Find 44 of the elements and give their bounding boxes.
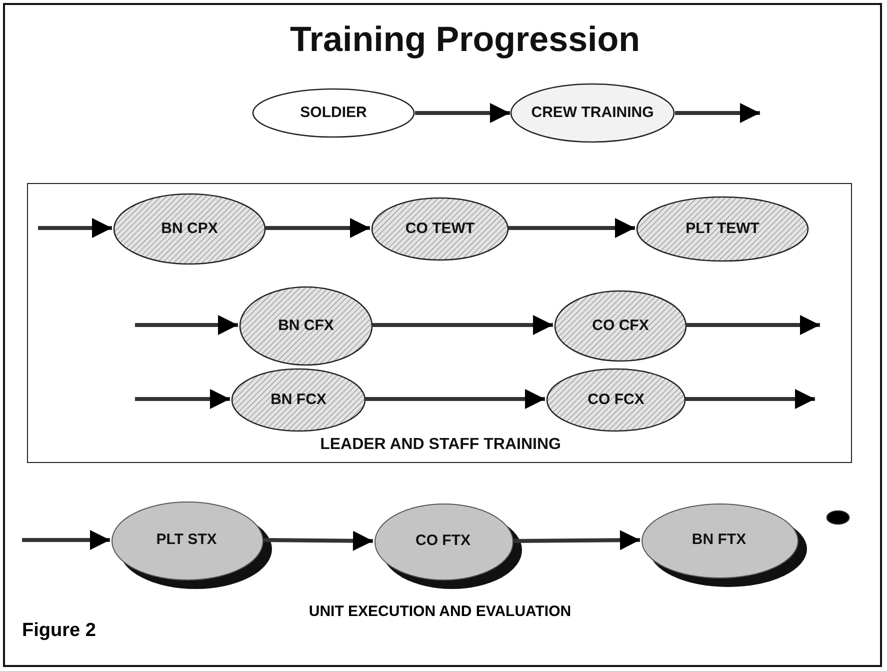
arrow bbox=[415, 103, 510, 123]
dot bbox=[826, 510, 850, 525]
group-frame bbox=[27, 183, 852, 463]
node-label: BN FCX bbox=[270, 390, 328, 410]
figure-caption: Figure 2 bbox=[22, 620, 96, 642]
node-label: BN CFX bbox=[277, 316, 335, 336]
ellipse-node bbox=[640, 502, 808, 588]
group-label: LEADER AND STAFF TRAINING bbox=[319, 434, 562, 455]
title: Training Progression bbox=[288, 20, 642, 60]
arrow bbox=[38, 218, 112, 238]
ellipse-node bbox=[546, 368, 686, 432]
arrow bbox=[265, 218, 370, 238]
node-label: PLT TEWT bbox=[684, 219, 760, 240]
ellipse-node bbox=[554, 290, 687, 362]
node-label: PLT STX bbox=[155, 530, 218, 550]
arrow bbox=[675, 103, 760, 123]
arrow bbox=[262, 530, 374, 551]
ellipse-node bbox=[252, 88, 415, 138]
node-label: CO FTX bbox=[414, 531, 472, 552]
node-label: CO FCX bbox=[586, 390, 646, 410]
arrow bbox=[686, 315, 820, 335]
arrow bbox=[512, 530, 640, 550]
node-label: CO TEWT bbox=[404, 219, 476, 240]
arrow bbox=[685, 389, 815, 409]
ellipse-node bbox=[636, 196, 809, 262]
ellipse-node bbox=[231, 368, 366, 432]
ellipse-node bbox=[110, 500, 273, 590]
arrow bbox=[22, 530, 110, 550]
arrow bbox=[508, 218, 635, 238]
node-label: BN FTX bbox=[690, 530, 748, 550]
ellipse-node bbox=[373, 502, 523, 590]
node-label: CO CFX bbox=[591, 316, 650, 336]
arrow bbox=[365, 389, 545, 409]
ellipse-node bbox=[239, 286, 373, 366]
ellipse-node bbox=[113, 193, 266, 265]
node-label: SOLDIER bbox=[299, 103, 368, 124]
node-label: CREW TRAINING bbox=[530, 103, 655, 124]
arrow bbox=[135, 389, 230, 409]
arrow bbox=[135, 315, 238, 335]
ellipse-node bbox=[510, 83, 675, 143]
section-label: UNIT EXECUTION AND EVALUATION bbox=[308, 603, 572, 620]
arrow bbox=[372, 315, 553, 335]
ellipse-node bbox=[371, 197, 509, 261]
node-label: BN CPX bbox=[160, 219, 219, 240]
